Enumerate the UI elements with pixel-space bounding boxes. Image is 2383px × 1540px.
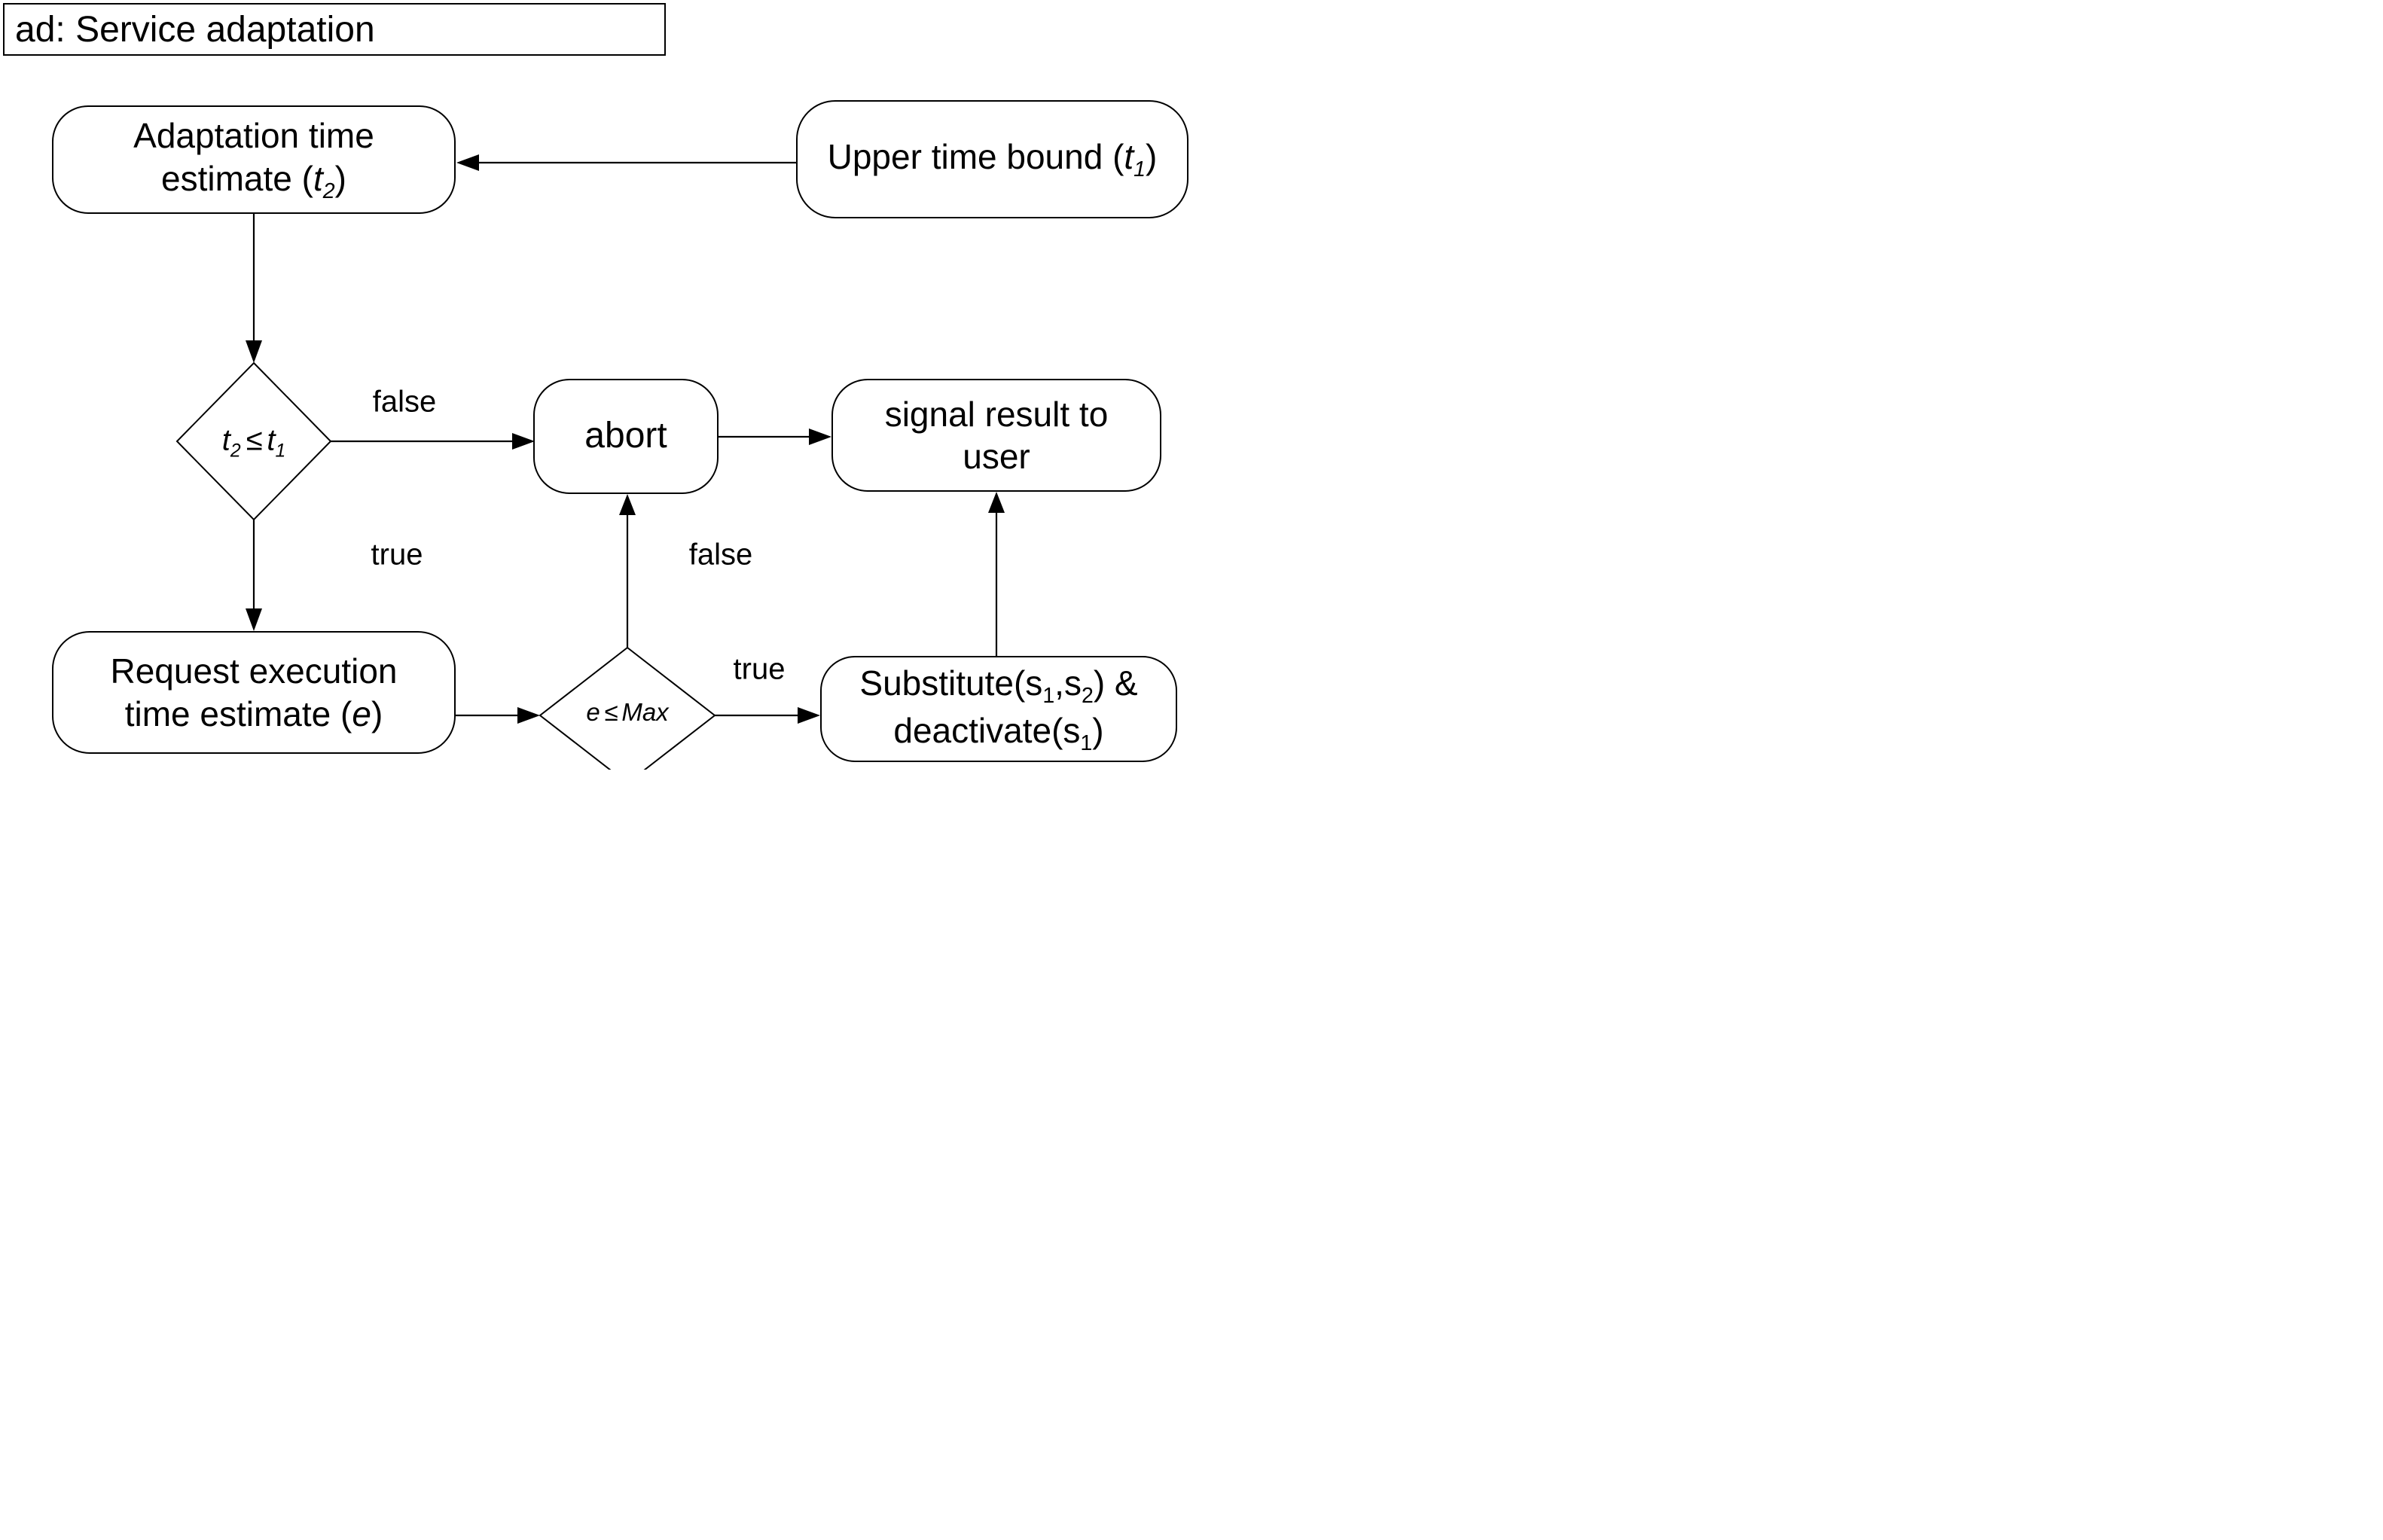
edge-request-to-exec-check: [456, 707, 540, 724]
label-text: ,s: [1054, 663, 1082, 703]
variable-text: e: [586, 698, 600, 726]
action-label: Substitute(s1,s2) & deactivate(s1): [859, 662, 1137, 757]
action-signal-result: signal result to user: [831, 379, 1161, 492]
label-line-2: estimate (t2): [133, 157, 374, 205]
label-text: abort: [584, 416, 667, 456]
label-text: Request execution: [110, 651, 398, 691]
label-text: deactivate(s: [893, 710, 1081, 750]
arrowhead-down-icon: [246, 340, 262, 363]
leq-operator: ≤: [604, 698, 618, 726]
action-label: Adaptation time estimate (t2): [133, 114, 374, 204]
label-line-2: deactivate(s1): [859, 709, 1137, 757]
activity-diagram-canvas: ad: Service adaptation Adaptation time e…: [0, 0, 1192, 770]
label-line-1: signal result to: [885, 393, 1109, 435]
action-request-exec-estimate: Request execution time estimate (e): [52, 631, 456, 754]
action-upper-time-bound: Upper time bound (t1): [796, 100, 1188, 218]
variable-subscript: 2: [322, 178, 335, 203]
variable-subscript: 2: [230, 441, 241, 462]
variable-text: t: [313, 158, 323, 198]
variable-e: e: [352, 694, 371, 733]
label-text: ): [334, 158, 346, 198]
label-text: signal result to: [884, 394, 1109, 434]
variable-subscript: 1: [1080, 730, 1093, 755]
variable-text: t: [1124, 137, 1134, 177]
edge-label-true-time-check: true: [371, 538, 423, 572]
label-text: ) &: [1093, 663, 1138, 703]
label-text: Substitute(s: [859, 663, 1043, 703]
arrowhead-left-icon: [456, 154, 479, 171]
action-label: signal result to user: [885, 393, 1109, 477]
edge-adaptation-to-time-check: [246, 214, 262, 363]
edge-substitute-to-signal: [988, 492, 1005, 656]
edge-exec-check-false-to-abort: [619, 494, 636, 648]
label-line-1: Request execution: [110, 650, 397, 692]
label-line-1: Substitute(s1,s2) &: [859, 662, 1137, 709]
label-text: user: [963, 437, 1030, 476]
label-text: ): [1092, 710, 1104, 750]
decision-time-check-diamond: [175, 361, 332, 521]
variable-t1: t1: [1124, 137, 1146, 181]
variable-subscript: 2: [1081, 683, 1094, 708]
label-text: estimate (: [161, 158, 313, 198]
label-text: time estimate (: [124, 694, 352, 733]
action-adaptation-time-estimate: Adaptation time estimate (t2): [52, 105, 456, 214]
edge-label-true-exec-check: true: [733, 652, 786, 686]
variable-subscript: 1: [275, 441, 286, 462]
edge-time-check-true-to-request: [246, 520, 262, 631]
action-label: Request execution time estimate (e): [110, 650, 397, 734]
label-line-2: time estimate (e): [110, 693, 397, 735]
action-substitute-deactivate: Substitute(s1,s2) & deactivate(s1): [820, 656, 1177, 762]
leq-operator: ≤: [246, 423, 263, 457]
diamond-shape: [175, 361, 332, 521]
connector-layer: [175, 154, 1005, 770]
action-label: Upper time bound (t1): [828, 136, 1158, 183]
variable-text: t: [221, 423, 230, 457]
edge-time-check-false-to-abort: [331, 433, 535, 450]
edge-abort-to-signal: [719, 428, 831, 445]
variable-text: t: [267, 423, 276, 457]
arrowhead-right-icon: [809, 428, 831, 445]
arrowhead-right-icon: [517, 707, 540, 724]
diagram-frame-title: ad: Service adaptation: [3, 3, 666, 56]
diamond-shape: [539, 646, 716, 770]
arrowhead-right-icon: [512, 433, 535, 450]
edge-label-false-exec-check: false: [688, 538, 753, 572]
variable-subscript: 1: [1134, 157, 1146, 182]
arrowhead-down-icon: [246, 608, 262, 631]
arrowhead-right-icon: [798, 707, 820, 724]
label-text: Adaptation time: [133, 116, 374, 156]
decision-exec-check-label: e≤Max: [586, 698, 668, 727]
label-line-1: Adaptation time: [133, 114, 374, 157]
variable-subscript: 1: [1042, 683, 1055, 708]
arrowhead-up-icon: [988, 492, 1005, 513]
arrowhead-up-icon: [619, 494, 636, 515]
edge-label-false-time-check: false: [372, 385, 437, 419]
variable-t2: t2: [313, 158, 335, 203]
decision-time-check-label: t2≤t1: [222, 424, 286, 462]
label-line-2: user: [885, 435, 1109, 477]
variable-text: Max: [621, 698, 669, 726]
diagram-title-text: ad: Service adaptation: [15, 9, 375, 50]
decision-exec-check-diamond: [539, 646, 716, 770]
edge-upper-to-adaptation: [456, 154, 796, 171]
edge-exec-check-true-to-substitute: [715, 707, 820, 724]
label-text: ): [1146, 137, 1158, 177]
label-text: ): [371, 694, 383, 733]
action-abort: abort: [533, 379, 719, 494]
label-text: Upper time bound (: [827, 137, 1124, 177]
